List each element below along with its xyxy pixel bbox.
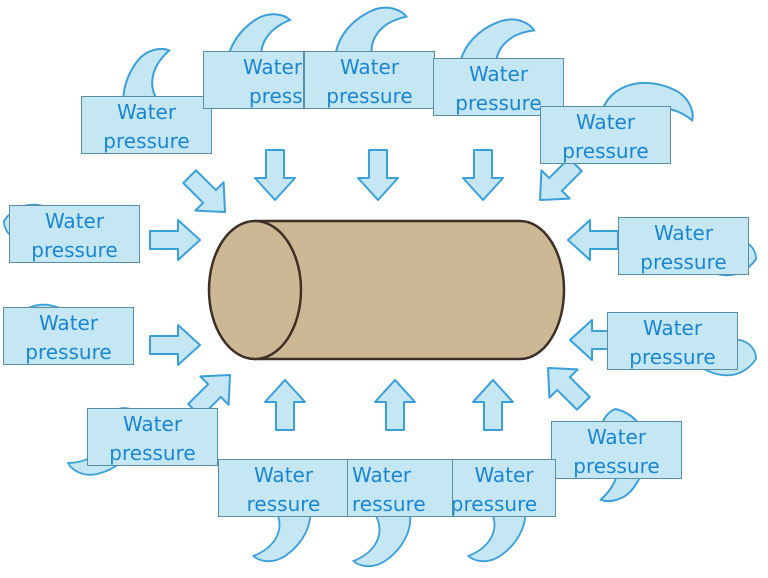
label-line-1: Water: [586, 425, 647, 449]
label-line-1: Water: [575, 110, 636, 134]
label-line-2: pressure: [249, 84, 303, 108]
water-pressure-label: Water ressure: [347, 459, 453, 517]
label-line-2: pressure: [103, 129, 190, 153]
label-line-1: Water: [468, 62, 529, 86]
pressure-arrow: [547, 367, 591, 411]
water-pressure-label: Water pressure: [9, 205, 140, 263]
label-line-2: pressure: [25, 340, 112, 364]
pressure-arrow: [254, 149, 296, 201]
cylinder-end-face: [207, 219, 303, 361]
pressure-arrow: [149, 219, 201, 261]
pressure-arrow: [539, 157, 583, 201]
water-pressure-label: Water pressure: [452, 459, 556, 517]
label-line-1: Water: [38, 311, 99, 335]
label-line-1: Water: [116, 100, 177, 124]
water-pressure-label: Water pressure: [304, 51, 435, 109]
label-line-1: Water: [352, 463, 412, 487]
label-line-2: pressure: [629, 345, 716, 369]
label-line-2: pressure: [573, 454, 660, 478]
water-pressure-label: Water pressure: [87, 408, 218, 466]
label-line-2: pressure: [326, 84, 413, 108]
water-pressure-label: Water pressure: [433, 58, 564, 116]
pressure-arrow: [567, 219, 619, 261]
water-pressure-label: Water pressure: [540, 106, 671, 164]
label-line-1: Water: [339, 55, 400, 79]
pressure-arrow: [182, 169, 226, 213]
water-pressure-label: Water ressure: [218, 459, 349, 517]
pressure-arrow: [357, 149, 399, 201]
label-line-2: ressure: [352, 492, 426, 516]
label-line-1: Water: [653, 221, 714, 245]
label-line-2: pressure: [562, 139, 649, 163]
pressure-arrow: [149, 324, 201, 366]
pressure-arrow: [472, 379, 514, 431]
water-pressure-label: Water pressure: [3, 307, 134, 365]
water-pressure-label: Water pressure: [81, 96, 212, 154]
pressure-arrow: [264, 379, 306, 431]
water-pressure-label: Water pressure: [618, 217, 749, 275]
label-line-2: pressure: [455, 91, 542, 115]
pressure-arrow: [462, 149, 504, 201]
pressure-arrows: [149, 149, 621, 431]
label-line-1: Water: [44, 209, 105, 233]
label-line-1: Water: [242, 55, 303, 79]
label-line-2: pressure: [452, 492, 538, 516]
water-pressure-label: Water pressure: [607, 312, 738, 370]
water-pressure-label: Water pressure: [551, 421, 682, 479]
label-line-2: pressure: [31, 238, 118, 262]
label-line-1: Water: [642, 316, 703, 340]
water-pressure-label: Water pressure: [203, 51, 304, 109]
label-line-1: Water: [474, 463, 534, 487]
cylinder: [207, 219, 566, 361]
label-line-2: pressure: [109, 441, 196, 465]
pressure-arrow: [374, 379, 416, 431]
label-line-1: Water: [122, 412, 183, 436]
label-line-1: Water: [253, 463, 314, 487]
cylinder-body: [253, 219, 566, 361]
label-line-2: ressure: [246, 492, 321, 516]
label-line-2: pressure: [640, 250, 727, 274]
